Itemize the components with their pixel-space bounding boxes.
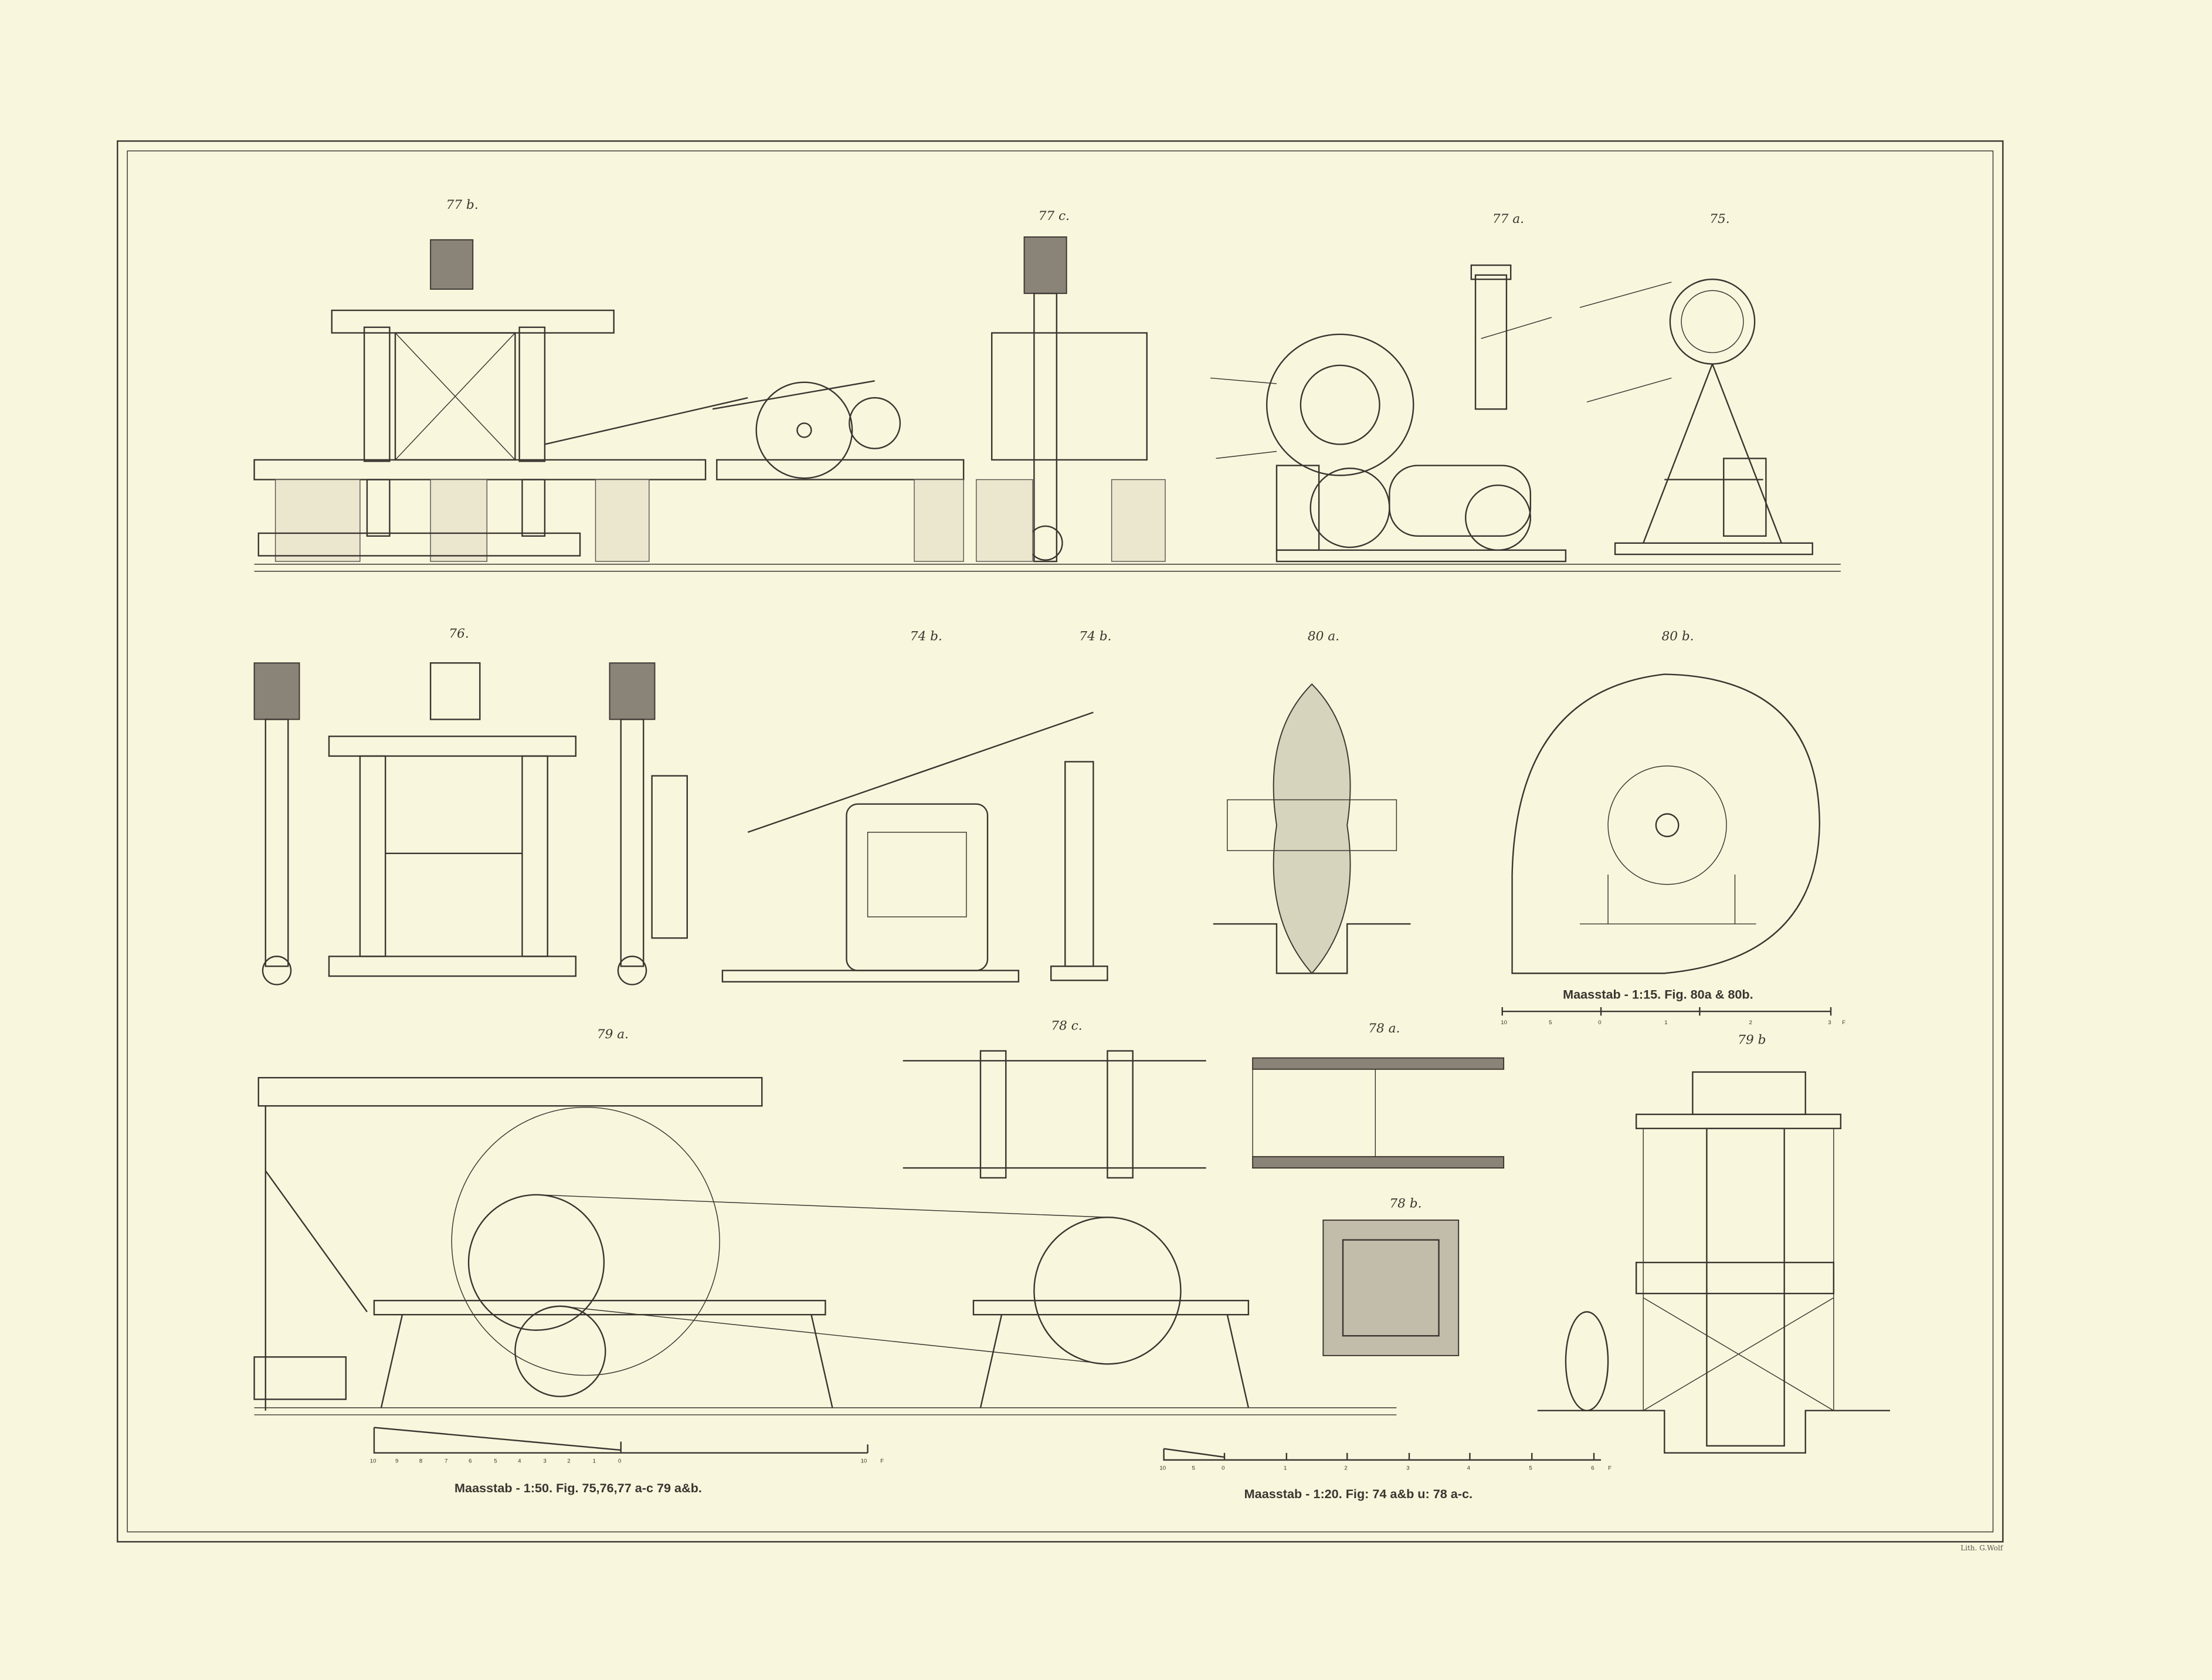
scale-tick: 7: [445, 1458, 447, 1465]
figure-label-74b-side: 74 b.: [1079, 629, 1111, 644]
scale-bar-1-50: 10 9 8 7 6 5 4 3 2 1 0 10 F Maasstab - 1…: [370, 1427, 884, 1495]
figure-78b-box-section: 78 b.: [1322, 1196, 1460, 1356]
scale-bar-1-15: Maasstab - 1:15. Fig. 80a & 80b. 10 5 0 …: [1501, 987, 1845, 1026]
figure-label-78a: 78 a.: [1368, 1021, 1400, 1036]
figure-76-pump-plan: 76.: [253, 626, 688, 985]
scale-tick: 4: [518, 1458, 521, 1465]
scale-tick: F: [1842, 1019, 1845, 1026]
figure-label-80a: 80 a.: [1308, 629, 1339, 644]
figure-label-78c: 78 c.: [1051, 1018, 1082, 1033]
figure-label-77b: 77 b.: [446, 198, 479, 212]
figure-label-77a: 77 a.: [1492, 212, 1524, 226]
scale-tick: 2: [1344, 1465, 1347, 1472]
figure-78c-pipe-joint: 78 c.: [903, 1018, 1206, 1179]
figure-78a-pipe-section: 78 a.: [1252, 1021, 1505, 1169]
figure-80b-fan-housing: 80 b.: [1511, 629, 1820, 974]
figure-77c-pump-side: 77 c.: [976, 209, 1166, 563]
figure-74b-hand-pump: 74 b. 74 b.: [721, 629, 1111, 983]
scale-tick: F: [880, 1458, 884, 1465]
scale-tick: 1: [593, 1458, 596, 1465]
scale-tick: 0: [1222, 1465, 1224, 1472]
scale-tick: F: [1608, 1465, 1611, 1472]
scale-tick: 2: [1749, 1019, 1752, 1026]
scale-tick: 3: [1828, 1019, 1831, 1026]
scale-tick: 0: [618, 1458, 621, 1465]
scale-caption-1-50: Maasstab - 1:50. Fig. 75,76,77 a-c 79 a&…: [454, 1481, 702, 1495]
figure-80a-fan-section: 80 a.: [1213, 629, 1411, 974]
figure-79a-water-wheel-drive: 79 a.: [253, 1027, 1397, 1415]
scale-tick: 1: [1284, 1465, 1287, 1472]
figure-label-80b: 80 b.: [1661, 629, 1694, 644]
scale-tick: 8: [419, 1458, 422, 1465]
scale-tick: 5: [1192, 1465, 1195, 1472]
scale-caption-1-20: Maasstab - 1:20. Fig: 74 a&b u: 78 a-c.: [1244, 1486, 1473, 1501]
figure-label-77c: 77 c.: [1039, 209, 1070, 223]
scale-tick: 10: [1501, 1019, 1507, 1026]
ground-line-top: [254, 564, 1841, 572]
scale-bar-1-20: 10 5 0 1 2 3 4 5 6 F Maasstab - 1:20. Fi…: [1159, 1448, 1611, 1501]
figure-79b-wheel-end-view: 79 b: [1537, 1032, 1891, 1454]
scale-tick: 5: [1549, 1019, 1552, 1026]
scale-tick: 3: [1406, 1465, 1409, 1472]
figure-label-78b: 78 b.: [1389, 1196, 1421, 1211]
scale-caption-1-15: Maasstab - 1:15. Fig. 80a & 80b.: [1563, 987, 1753, 1002]
figure-label-74b-front: 74 b.: [910, 629, 942, 644]
scale-tick: 3: [544, 1458, 547, 1465]
scale-tick: 1: [1664, 1019, 1667, 1026]
figure-77a-locomobile: 77 a.: [1210, 212, 1567, 563]
scale-tick: 2: [567, 1458, 570, 1465]
figure-label-79a: 79 a.: [597, 1027, 629, 1042]
figure-label-79b: 79 b: [1738, 1032, 1766, 1047]
scale-tick: 5: [1529, 1465, 1532, 1472]
figure-77b-pump-frame: 77 b.: [253, 198, 965, 562]
scale-tick: 0: [1598, 1019, 1601, 1026]
scale-tick: 10: [370, 1458, 376, 1465]
lithographer-credit: Lith. G.Wolf: [1960, 1544, 2004, 1552]
scale-tick: 10: [861, 1458, 867, 1465]
figure-label-75: 75.: [1709, 212, 1729, 226]
figure-75-pump-stand: 75.: [1579, 212, 1813, 556]
scale-tick: 10: [1159, 1465, 1166, 1472]
scale-tick: 9: [395, 1458, 398, 1465]
figure-label-76: 76.: [449, 626, 469, 641]
scale-tick: 5: [494, 1458, 497, 1465]
plate-frame: [117, 140, 2004, 1543]
scale-tick: 6: [469, 1458, 471, 1465]
scale-tick: 4: [1467, 1465, 1471, 1472]
scale-tick: 6: [1591, 1465, 1594, 1472]
